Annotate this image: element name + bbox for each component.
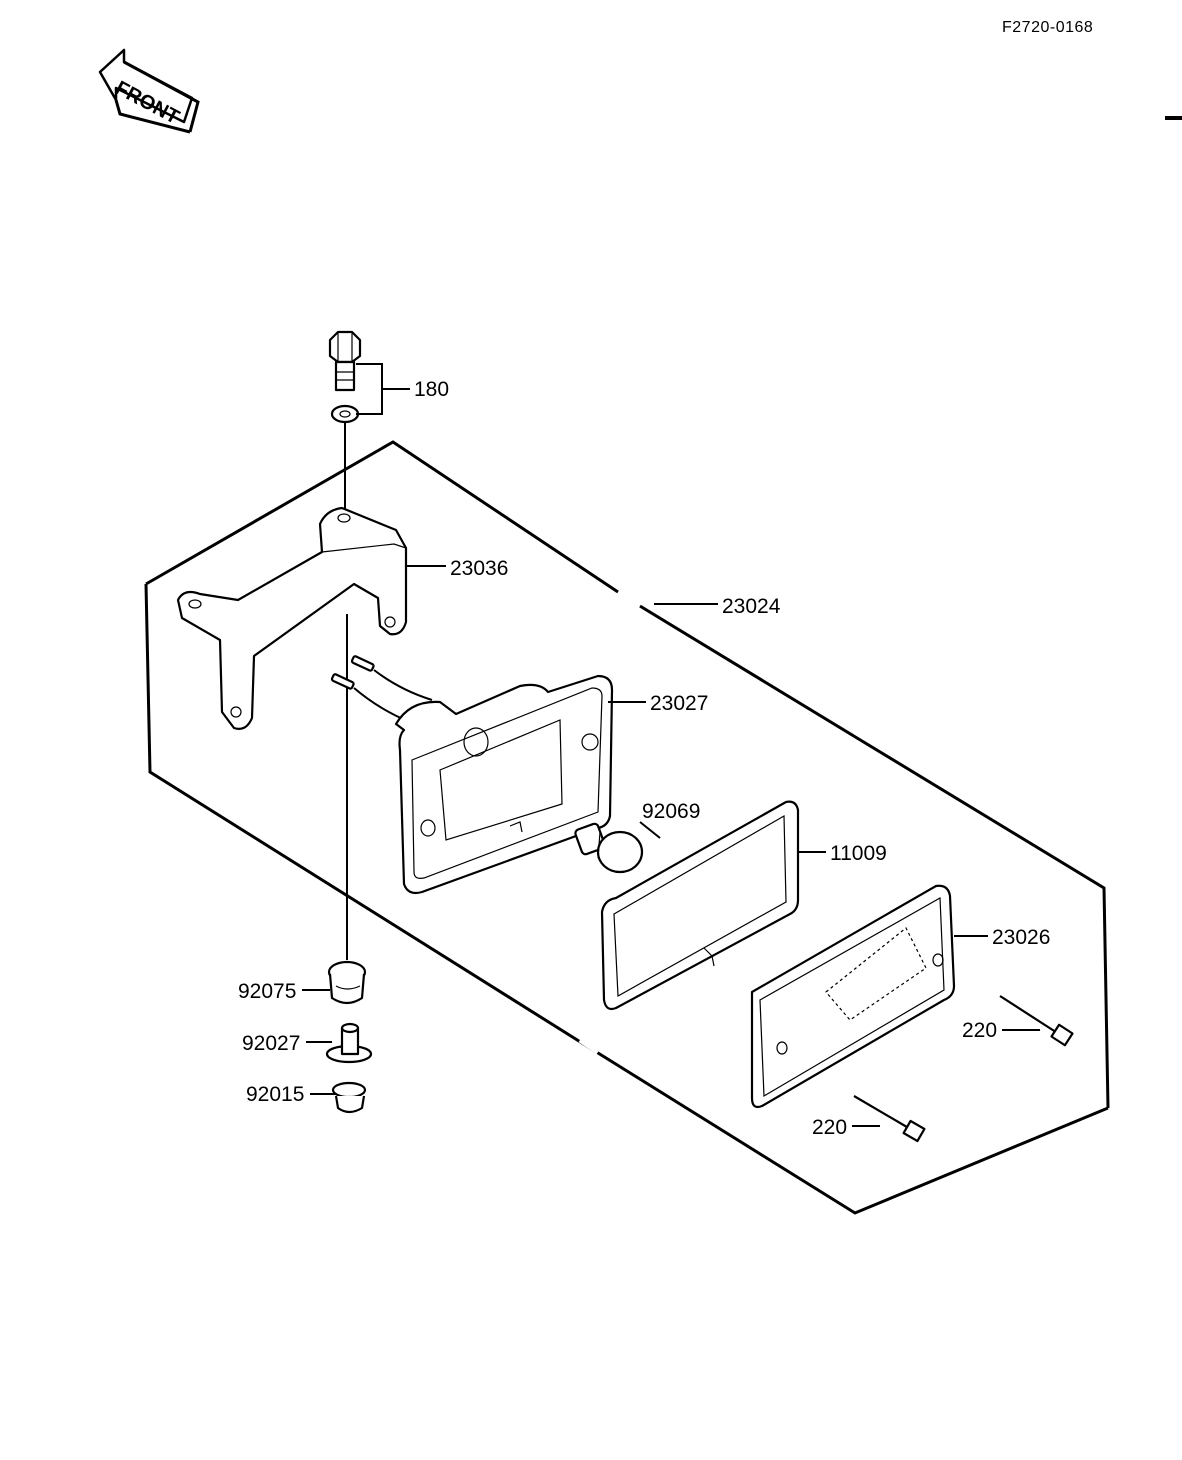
part-label-180: 180: [414, 378, 449, 401]
part-label-23024: 23024: [722, 595, 781, 618]
part-label-11009: 11009: [830, 842, 887, 865]
collar-92027: [325, 1022, 373, 1064]
assembly-outline: [144, 440, 1110, 1215]
leader-lines: [302, 363, 1040, 1127]
nut-92015: [331, 1081, 367, 1114]
document-id: F2720-0168: [1002, 19, 1093, 36]
bulb-92069: [574, 822, 644, 874]
part-label-23036: 23036: [450, 557, 508, 580]
housing-23027: [394, 674, 614, 895]
part-label-23027: 23027: [650, 692, 708, 715]
grommet-92075: [327, 960, 367, 1005]
part-label-92015: 92015: [246, 1083, 304, 1106]
part-label-220-lower: 220: [812, 1116, 847, 1139]
part-label-92075: 92075: [238, 980, 296, 1003]
part-label-220-upper: 220: [962, 1019, 997, 1042]
part-label-23026: 23026: [992, 926, 1050, 949]
wire-terminals: [330, 655, 433, 723]
gasket-11009: [600, 800, 800, 1011]
screw-220-upper: [999, 995, 1074, 1047]
screw-220-lower: [853, 1095, 926, 1143]
bracket-23036: [176, 506, 408, 730]
part-label-92069: 92069: [642, 800, 700, 823]
part-label-92027: 92027: [242, 1032, 300, 1055]
edge-mark: [1165, 116, 1182, 120]
bolt-180: [328, 330, 362, 512]
front-arrow-icon: FRONT: [98, 48, 200, 134]
lens-23026: [750, 884, 956, 1109]
